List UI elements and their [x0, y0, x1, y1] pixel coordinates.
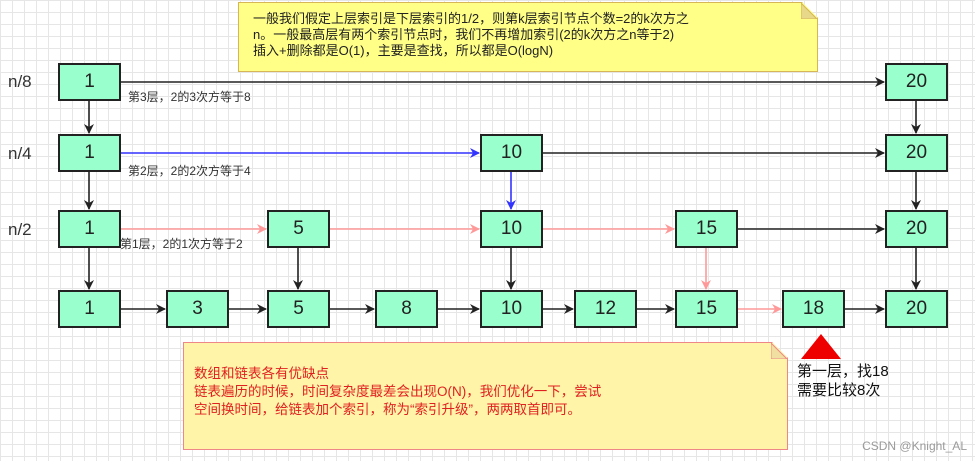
node-l0-8: 8	[375, 290, 438, 328]
node-l0-1: 1	[58, 290, 121, 328]
note-line: 链表遍历的时候，时间复杂度最差会出现O(N)，我们优化一下，尝试	[194, 384, 602, 399]
caption-level-2: 第2层，2的2次方等于4	[128, 164, 251, 178]
node-l0-5: 5	[267, 290, 330, 328]
node-l2-10: 10	[480, 134, 543, 172]
note-line: 空间换时间，给链表加个索引，称为“索引升级”，两两取首即可。	[194, 402, 581, 417]
search-note-line: 需要比较8次	[797, 382, 881, 399]
node-l1-15: 15	[675, 210, 738, 248]
node-l0-10: 10	[480, 290, 543, 328]
note-fold-icon	[801, 3, 817, 19]
node-l1-1: 1	[58, 210, 121, 248]
watermark: CSDN @Knight_AL	[862, 439, 967, 453]
node-l2-1: 1	[58, 134, 121, 172]
note-line: n。一般最高层有两个索引节点时，我们不再增加索引(2的k次方之n等于2)	[253, 27, 675, 42]
optimization-note: 数组和链表各有优缺点 链表遍历的时候，时间复杂度最差会出现O(N)，我们优化一下…	[183, 342, 788, 450]
caption-level-3: 第3层，2的3次方等于8	[128, 90, 251, 104]
node-l0-20: 20	[885, 290, 948, 328]
node-l1-20: 20	[885, 210, 948, 248]
node-l3-20: 20	[885, 63, 948, 101]
node-l0-18: 18	[782, 290, 845, 328]
note-line: 数组和链表各有优缺点	[194, 366, 329, 381]
note-fold-icon	[771, 343, 787, 359]
node-l0-3: 3	[166, 290, 229, 328]
note-line: 插入+删除都是O(1)，主要是查找，所以都是O(logN)	[253, 43, 554, 58]
explanation-note: 一般我们假定上层索引是下层索引的1/2，则第k层索引节点个数=2的k次方之 n。…	[238, 2, 818, 72]
node-l0-12: 12	[574, 290, 637, 328]
level-label-n8: n/8	[8, 72, 32, 91]
node-l1-10: 10	[480, 210, 543, 248]
note-line: 一般我们假定上层索引是下层索引的1/2，则第k层索引节点个数=2的k次方之	[253, 11, 689, 26]
node-l1-5: 5	[267, 210, 330, 248]
caption-level-1: 第1层，2的1次方等于2	[120, 237, 243, 251]
node-l3-1: 1	[58, 63, 121, 101]
node-l0-15: 15	[675, 290, 738, 328]
search-note-line: 第一层，找18	[797, 363, 889, 380]
search-note: 第一层，找18 需要比较8次	[797, 362, 889, 400]
level-label-n4: n/4	[8, 144, 32, 163]
search-target-marker-icon	[801, 334, 841, 359]
node-l2-20: 20	[885, 134, 948, 172]
level-label-n2: n/2	[8, 220, 32, 239]
